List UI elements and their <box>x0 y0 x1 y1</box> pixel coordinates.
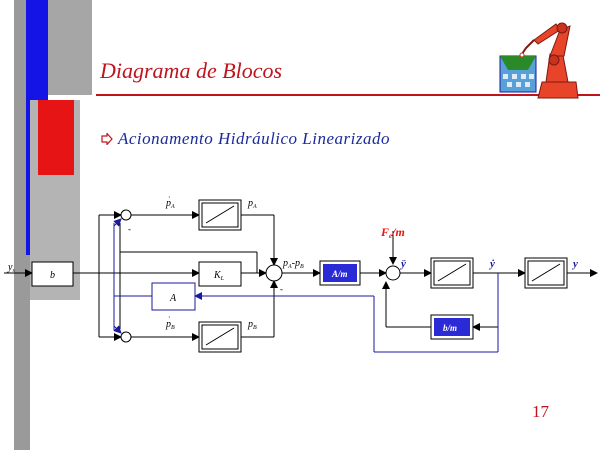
gray-bar-top <box>48 0 92 95</box>
velocity-label: ẏ <box>488 258 495 270</box>
robot-arm-icon <box>499 22 579 99</box>
signal-wires <box>4 211 598 341</box>
gain-inv-mass-label: A/m <box>331 269 348 279</box>
hollow-arrow-icon <box>101 133 113 145</box>
gain-damping-label: b/m <box>443 323 457 333</box>
svg-text:-: - <box>385 282 388 292</box>
svg-text:pA: pA <box>165 198 175 210</box>
gain-area-block <box>151 282 196 311</box>
velocity-feedback-wires <box>113 218 499 353</box>
gain-area-label: A <box>169 293 177 304</box>
red-square <box>38 100 74 175</box>
sum-junctions <box>120 209 401 343</box>
svg-text:-: - <box>128 224 131 234</box>
svg-text:pB: pB <box>247 319 257 331</box>
gain-b-block <box>31 261 74 287</box>
svg-text:·: · <box>168 313 171 322</box>
svg-text:·: · <box>168 193 171 202</box>
page-number: 17 <box>532 402 549 421</box>
svg-text:-: - <box>280 284 283 294</box>
svg-text:pA-pB: pA-pB <box>282 258 304 270</box>
title-underline <box>96 94 600 96</box>
accel-label: ÿ <box>399 258 406 270</box>
sum-pressure <box>265 264 283 282</box>
slide-subtitle: Acionamento Hidráulico Linearizado <box>118 129 390 148</box>
svg-text:ys: ys <box>7 262 15 274</box>
output-label: y <box>571 258 578 270</box>
gain-kl-block <box>198 261 242 287</box>
svg-text:pA: pA <box>247 198 257 210</box>
slide-title: Diagrama de Blocos <box>100 58 283 83</box>
sum-force <box>385 265 401 281</box>
gain-b-label: b <box>50 270 55 281</box>
svg-text:pB: pB <box>165 319 175 331</box>
svg-text:Fe/m: Fe/m <box>380 225 405 240</box>
svg-text:KL: KL <box>213 270 225 282</box>
sum-bottom <box>120 331 132 343</box>
sum-top <box>120 209 132 221</box>
